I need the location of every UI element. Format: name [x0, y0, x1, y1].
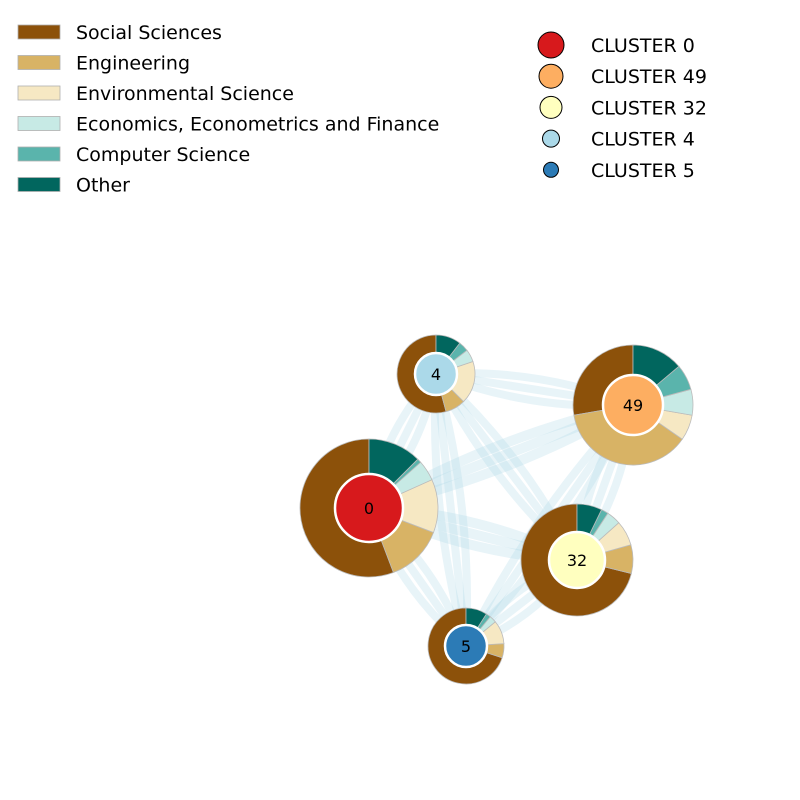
cluster-legend-item: CLUSTER 32	[539, 95, 707, 119]
cluster-legend-item: CLUSTER 4	[542, 129, 695, 151]
legend-label: Engineering	[76, 53, 190, 75]
cluster-center-disc	[333, 472, 405, 544]
legend-label: CLUSTER 0	[591, 35, 695, 57]
legend-label: Other	[76, 175, 130, 197]
cluster-node-32[interactable]: 32	[520, 503, 634, 617]
domain-legend-item: Social Sciences	[17, 22, 222, 44]
cluster-node-label: 49	[623, 396, 643, 415]
legend-marker	[542, 129, 560, 148]
cluster-node-label: 5	[461, 637, 471, 656]
legend-label: CLUSTER 4	[591, 129, 695, 151]
nodes-layer: 0 49 4 32 5	[299, 334, 694, 685]
legend-label: Computer Science	[76, 144, 250, 166]
cluster-node-label: 32	[567, 551, 587, 570]
legend-swatch	[17, 146, 61, 162]
cluster-node-5[interactable]: 5	[427, 607, 505, 685]
cluster-legend-item: CLUSTER 49	[538, 63, 707, 89]
cluster-legend-item: CLUSTER 5	[543, 160, 695, 182]
cluster-center-disc	[547, 530, 607, 590]
legend-label: CLUSTER 5	[591, 160, 695, 182]
domain-legend-item: Environmental Science	[17, 83, 294, 105]
cluster-node-49[interactable]: 49	[572, 344, 694, 466]
legend-marker	[538, 63, 564, 89]
cluster-node-4[interactable]: 4	[396, 334, 476, 414]
cluster-center-disc	[443, 623, 489, 669]
legend-marker	[537, 31, 565, 59]
legend-label: Environmental Science	[76, 83, 294, 105]
legend-label: CLUSTER 49	[591, 66, 707, 88]
legend-swatch	[17, 85, 61, 101]
legend-label: Economics, Econometrics and Finance	[76, 114, 439, 136]
legend-marker	[539, 95, 563, 119]
cluster-node-label: 0	[364, 499, 374, 518]
cluster-node-0[interactable]: 0	[299, 438, 439, 578]
domain-legend-item: Computer Science	[17, 144, 250, 166]
cluster-legend-item: CLUSTER 0	[537, 31, 695, 59]
cluster-center-disc	[601, 373, 665, 437]
domain-legend-item: Other	[17, 175, 130, 197]
cluster-node-label: 4	[431, 365, 441, 384]
legend-marker	[543, 161, 559, 178]
cluster-legend: CLUSTER 0 CLUSTER 49 CLUSTER 32 CLUSTER 4 CL…	[537, 31, 707, 182]
legend-label: CLUSTER 32	[591, 97, 707, 119]
domain-legend-item: Engineering	[17, 53, 190, 75]
domain-legend-item: Economics, Econometrics and Finance	[17, 114, 439, 136]
legend-swatch	[17, 24, 61, 40]
legend-swatch	[17, 55, 61, 70]
legend-label: Social Sciences	[76, 22, 222, 44]
domain-legend: Social SciencesEngineeringEnvironmental …	[17, 22, 439, 197]
legend-swatch	[17, 177, 61, 192]
legend-swatch	[17, 116, 61, 131]
cluster-center-disc	[413, 351, 459, 397]
